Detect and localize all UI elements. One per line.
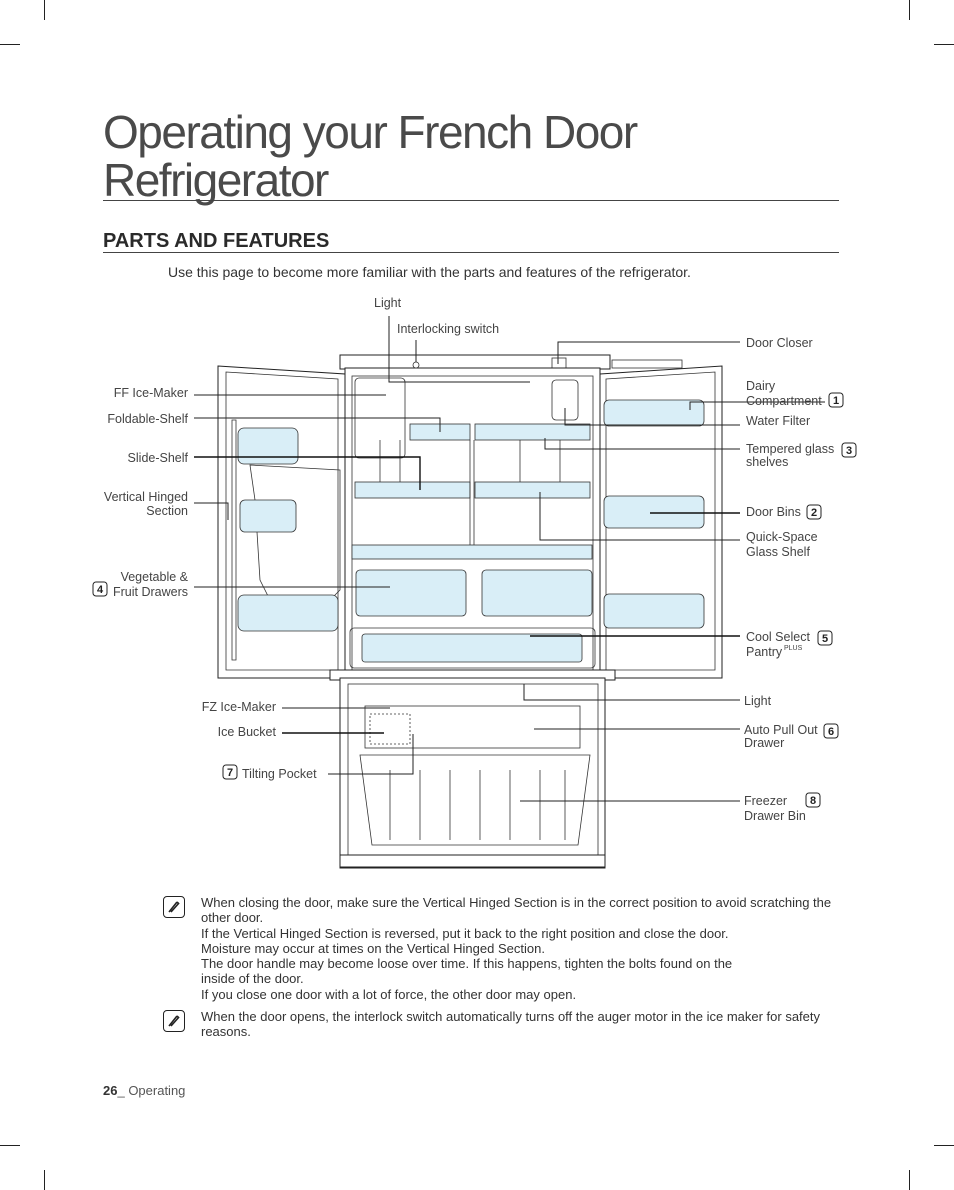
- footer-section: Operating: [128, 1083, 186, 1098]
- quick-space-shelf: [474, 481, 591, 499]
- badge-cool-select: 5: [822, 633, 828, 645]
- leader-lines: [194, 316, 825, 802]
- section-rule: [103, 252, 839, 253]
- note-1-line: The door handle may become loose over ti…: [201, 956, 733, 987]
- badge-freezer: 8: [810, 795, 816, 807]
- badge-box: [823, 723, 839, 739]
- label-vertical-hinged-1: Vertical Hinged: [104, 490, 188, 504]
- fridge-illustration: [217, 354, 723, 869]
- badge-box: [222, 764, 238, 780]
- tempered-glass-shelf: [474, 423, 591, 441]
- note-1-line: Moisture may occur at times on the Verti…: [201, 940, 545, 956]
- label-interlocking-switch: Interlocking switch: [397, 322, 499, 336]
- vegetable-drawer: [355, 569, 467, 617]
- label-cool-select-1: Cool Select: [746, 630, 810, 644]
- crop-mark: [0, 1145, 20, 1146]
- label-vertical-hinged-2: Section: [146, 504, 188, 518]
- label-tempered-1: Tempered glass: [746, 442, 834, 456]
- left-door-bin: [237, 594, 339, 632]
- crop-mark: [934, 44, 954, 45]
- label-foldable-shelf: Foldable-Shelf: [107, 412, 188, 426]
- crop-mark: [44, 0, 45, 20]
- label-auto-pull-1: Auto Pull Out: [744, 723, 818, 737]
- left-door-bin: [237, 427, 299, 465]
- note-pencil-icon: [163, 1010, 185, 1032]
- label-quick-space-1: Quick-Space: [746, 530, 818, 544]
- label-ice-bucket: Ice Bucket: [218, 725, 277, 739]
- bottom-shelf: [351, 544, 593, 560]
- slide-shelf: [354, 481, 471, 499]
- cool-select-pantry: [361, 633, 583, 663]
- badge-tilting: 7: [227, 767, 233, 779]
- label-dairy-2: Compartment: [746, 394, 822, 408]
- label-water-filter: Water Filter: [746, 414, 810, 428]
- badge-box: [92, 581, 108, 597]
- note-2: When the door opens, the interlock switc…: [201, 1009, 821, 1040]
- page-footer: 26_ Operating: [103, 1083, 185, 1098]
- crop-mark: [0, 44, 20, 45]
- crop-mark: [909, 1170, 910, 1190]
- badge-box: [828, 392, 844, 408]
- note-2-line: When the door opens, the interlock switc…: [201, 1009, 821, 1040]
- label-light-top: Light: [374, 296, 402, 310]
- crop-mark: [44, 1170, 45, 1190]
- label-veg-1: Vegetable &: [121, 570, 189, 584]
- footer-separator: _: [117, 1083, 129, 1098]
- badge-tempered: 3: [846, 445, 852, 457]
- label-door-closer: Door Closer: [746, 336, 813, 350]
- badge-box: [806, 504, 822, 520]
- badge-dairy: 1: [833, 395, 839, 407]
- note-1-line: If you close one door with a lot of forc…: [201, 986, 577, 1002]
- label-veg-2: Fruit Drawers: [113, 585, 188, 599]
- note-1-line: If the Vertical Hinged Section is revers…: [201, 925, 729, 941]
- section-heading: PARTS AND FEATURES: [103, 230, 330, 252]
- note-pencil-icon: [168, 1015, 180, 1027]
- badge-auto-pull: 6: [828, 726, 834, 738]
- note-1: When closing the door, make sure the Ver…: [201, 895, 841, 1002]
- label-freezer-1: Freezer: [744, 794, 787, 808]
- label-auto-pull-2: Drawer: [744, 736, 784, 750]
- fruit-drawer: [481, 569, 593, 617]
- note-pencil-icon: [163, 896, 185, 918]
- badge-door-bins: 2: [811, 507, 817, 519]
- title-rule: [103, 200, 839, 201]
- page-number: 26: [103, 1083, 118, 1098]
- page-title: Operating your French Door Refrigerator: [103, 106, 638, 206]
- label-door-bins: Door Bins: [746, 505, 801, 519]
- right-door-bin: [603, 495, 705, 529]
- note-1-line: When closing the door, make sure the Ver…: [201, 895, 832, 926]
- label-fz-ice-maker: FZ Ice-Maker: [202, 700, 276, 714]
- badge-box: [817, 630, 833, 646]
- dairy-compartment: [603, 399, 705, 427]
- badge-veg: 4: [97, 584, 104, 596]
- label-dairy-1: Dairy: [746, 379, 776, 393]
- label-quick-space-2: Glass Shelf: [746, 545, 810, 559]
- label-ff-ice-maker: FF Ice-Maker: [114, 386, 188, 400]
- note-pencil-icon: [168, 901, 180, 913]
- intro-text: Use this page to become more familiar wi…: [168, 264, 691, 280]
- right-door-bin: [603, 593, 705, 629]
- label-light-mid: Light: [744, 694, 772, 708]
- label-cool-select-2: Pantry: [746, 645, 783, 659]
- crop-mark: [934, 1145, 954, 1146]
- badge-box: [805, 792, 821, 808]
- badge-box: [841, 442, 857, 458]
- left-door-bin: [239, 499, 297, 533]
- label-tempered-2: shelves: [746, 455, 788, 469]
- label-slide-shelf: Slide-Shelf: [128, 451, 189, 465]
- label-cool-select-sup: PLUS: [784, 645, 803, 652]
- crop-mark: [909, 0, 910, 20]
- label-tilting-pocket: Tilting Pocket: [242, 767, 317, 781]
- label-freezer-2: Drawer Bin: [744, 809, 806, 823]
